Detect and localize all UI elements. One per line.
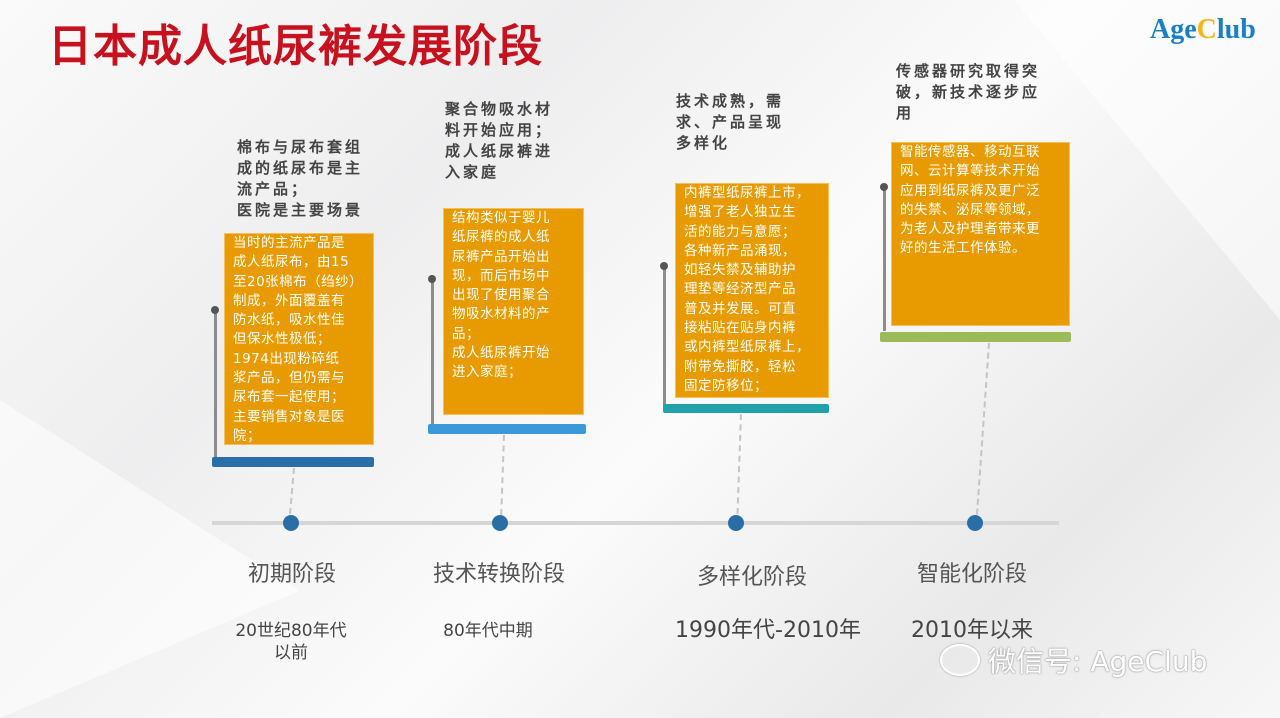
connector-line — [663, 266, 666, 409]
stage-period: 80年代中期 — [443, 621, 533, 641]
connector-dot — [660, 262, 668, 270]
connector-line — [883, 187, 886, 331]
timeline-dot — [283, 515, 299, 531]
connector-line — [431, 279, 434, 429]
stage-period: 1990年代-2010年 — [675, 618, 861, 643]
stage-name: 技术转换阶段 — [432, 562, 565, 587]
stage-description-box: 智能传感器、移动互联 网、云计算等技术开始 应用到纸尿裤及更广泛 的失禁、泌尿等… — [891, 142, 1070, 326]
page-title: 日本成人纸尿裤发展阶段 — [48, 21, 543, 72]
connector-line — [214, 310, 217, 462]
timeline-dot — [728, 515, 744, 531]
stage-bar — [212, 457, 374, 467]
wechat-icon — [940, 644, 980, 676]
timeline-axis — [212, 521, 1059, 525]
stage-name: 智能化阶段 — [916, 562, 1027, 587]
stage-heading: 棉布与尿布套组 成的纸尿布是主 流产品； 医院是主要场景 — [237, 138, 364, 219]
stage-heading: 技术成熟，需 求、产品呈现 多样化 — [676, 92, 785, 152]
stage-description-box: 当时的主流产品是 成人纸尿布，由15 至20张棉布（绉纱） 制成，外面覆盖有 防… — [224, 233, 374, 445]
stage-name: 初期阶段 — [247, 562, 336, 587]
timeline-dot — [967, 515, 983, 531]
stage-bar — [428, 424, 586, 434]
stage-description-box: 结构类似于婴儿 纸尿裤的成人纸 尿裤产品开始出 现，而后市场中 出现了使用聚合 … — [443, 208, 584, 415]
stage-bar — [663, 404, 829, 413]
stage-period: 2010年以来 — [911, 618, 1033, 643]
ageclub-logo: AgeClub — [1150, 14, 1256, 45]
connector-dot — [211, 306, 219, 314]
wechat-watermark: 微信号: AgeClub — [940, 640, 1207, 680]
stage-period: 20世纪80年代 以前 — [235, 621, 347, 663]
stage-bar — [880, 332, 1071, 342]
connector-dot — [428, 275, 436, 283]
connector-dot — [880, 183, 888, 191]
timeline-dot — [492, 515, 508, 531]
stage-heading: 传感器研究取得突 破，新技术逐步应 用 — [896, 62, 1041, 122]
stage-heading: 聚合物吸水材 料开始应用； 成人纸尿裤进 入家庭 — [445, 100, 554, 181]
stage-description-box: 内裤型纸尿裤上市， 增强了老人独立生 活的能力与意愿； 各种新产品涌现， 如轻失… — [675, 183, 829, 398]
stage-name: 多样化阶段 — [696, 565, 807, 590]
